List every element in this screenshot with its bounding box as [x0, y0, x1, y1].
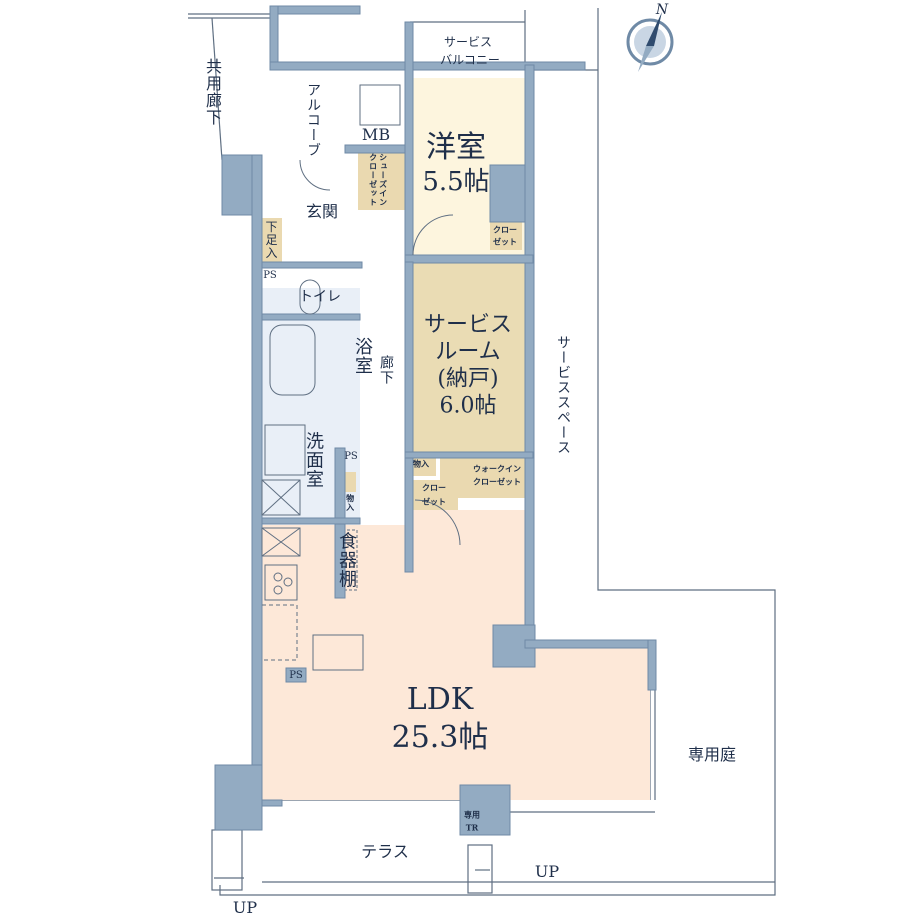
- stove: [264, 564, 298, 601]
- label-cupboard: 食器棚: [336, 531, 357, 589]
- label-private-trunk-1: 専用: [464, 809, 480, 820]
- label-private-trunk-2: TR: [465, 822, 479, 833]
- label-closet-2b: ゼット: [422, 496, 446, 507]
- shoes-closet-floor: [358, 150, 408, 210]
- label-service-room-1: サービス: [423, 312, 513, 338]
- label-common-corridor: 共用廊下: [203, 58, 222, 126]
- label-entrance: 玄関: [305, 202, 339, 221]
- closet-1: [490, 222, 522, 250]
- label-washroom: 洗面室: [303, 431, 324, 489]
- label-storage-2: 物入: [345, 494, 356, 512]
- label-closet-1a: クロー: [493, 224, 517, 235]
- label-up-entrance: UP: [232, 898, 258, 917]
- label-shoe-box: 下足入: [264, 220, 278, 260]
- label-western-room: 洋室: [426, 130, 486, 165]
- balcony-boundary: [524, 10, 598, 71]
- label-western-room-size: 5.5帖: [422, 167, 490, 197]
- label-service-space: サービススペース: [555, 335, 571, 455]
- washbasin: [264, 424, 306, 476]
- label-service-balcony-1: サービス: [443, 35, 493, 49]
- compass-north-label: N: [655, 2, 669, 18]
- label-shoes-closet-1: シューズイン: [378, 153, 389, 207]
- label-ps-2: PS: [344, 451, 358, 462]
- label-alcove: アルコーブ: [305, 82, 321, 158]
- label-ps-3: PS: [289, 670, 303, 681]
- label-terrace: テラス: [361, 842, 409, 861]
- walls: [214, 5, 657, 836]
- laundry-pan: [261, 479, 301, 516]
- label-ldk: LDK: [406, 682, 474, 717]
- bathtub: [269, 324, 316, 396]
- label-ldk-size: 25.3帖: [391, 720, 489, 755]
- label-service-room-3: (納戸): [437, 366, 499, 392]
- ldk-floor: [262, 510, 650, 800]
- label-toilet: トイレ: [299, 289, 341, 305]
- label-walk-in-closet-2: クローゼット: [473, 476, 521, 487]
- toilet-floor: [262, 288, 360, 314]
- label-ps-1: PS: [263, 270, 277, 281]
- label-up-terrace: UP: [534, 862, 560, 881]
- toilet-bowl: [299, 279, 321, 315]
- label-private-garden: 専用庭: [687, 745, 737, 764]
- compass-icon: [626, 12, 674, 72]
- label-storage-1: 物入: [413, 458, 429, 469]
- label-hallway: 廊下: [378, 355, 394, 385]
- sink: [312, 634, 364, 671]
- shoe-box: [262, 218, 282, 262]
- service-room-floor: [413, 262, 525, 455]
- label-shoes-closet-2: クローゼット: [368, 153, 379, 207]
- label-walk-in-closet-1: ウォークイン: [473, 463, 521, 474]
- label-closet-1b: ゼット: [493, 236, 517, 247]
- storage-1: [408, 458, 436, 476]
- label-mb: MB: [361, 125, 391, 144]
- label-service-balcony-2: バルコニー: [440, 53, 500, 67]
- label-service-room-2: ルーム: [435, 339, 501, 365]
- label-bathroom: 浴室: [352, 337, 373, 375]
- fixtures: [261, 84, 461, 671]
- label-service-room-size: 6.0帖: [439, 393, 497, 419]
- label-closet-2a: クロー: [422, 482, 446, 493]
- meter-box: [359, 84, 401, 126]
- garden-boundary: [219, 8, 776, 896]
